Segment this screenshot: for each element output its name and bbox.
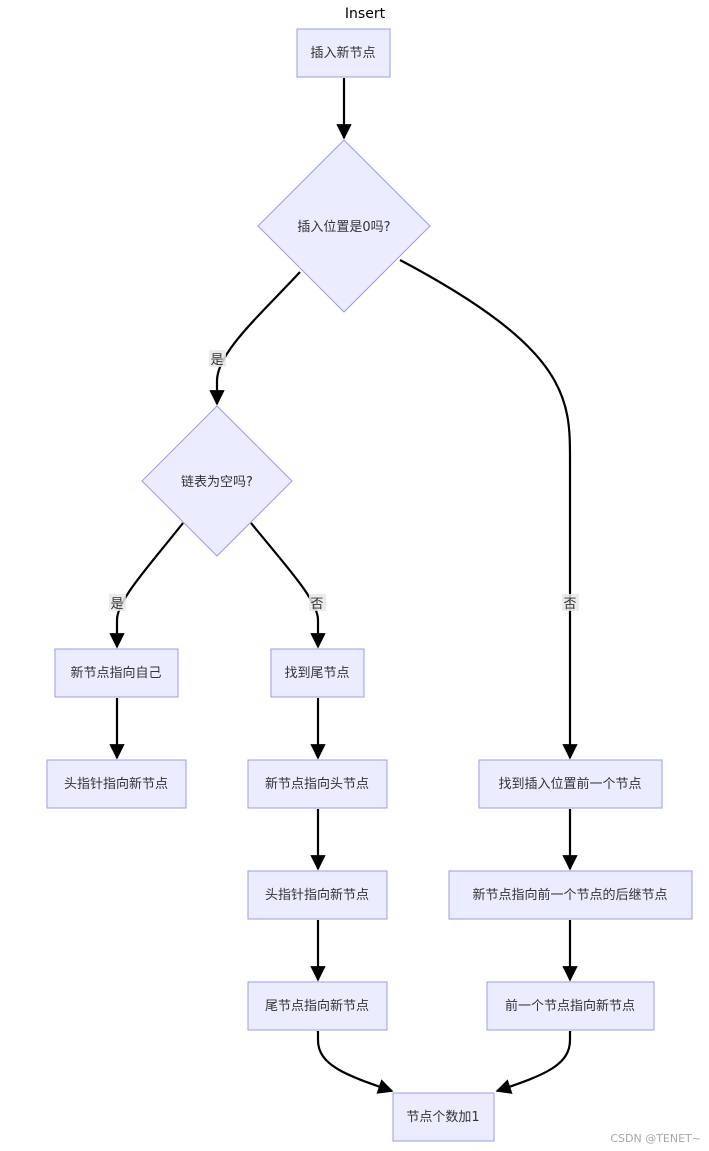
edge-empty-yes [109, 522, 184, 649]
decision-position-zero-label: 插入位置是0吗? [297, 220, 390, 235]
node-head-to-new-1: 头指针指向新节点 [46, 759, 187, 809]
node-prev-to-new-label: 前一个节点指向新节点 [505, 998, 635, 1014]
node-find-prev-label: 找到插入位置前一个节点 [498, 776, 641, 792]
node-tail-to-new: 尾节点指向新节点 [247, 981, 388, 1031]
node-head-to-new-2: 头指针指向新节点 [247, 870, 388, 920]
node-count-plus-one: 节点个数加1 [392, 1092, 495, 1142]
edge-empty-no [250, 522, 326, 649]
node-start: 插入新节点 [296, 28, 391, 78]
edges [109, 78, 578, 1094]
node-start-label: 插入新节点 [310, 45, 375, 61]
edge-label-yes-empty: 是 [110, 597, 123, 612]
node-find-tail: 找到尾节点 [270, 648, 365, 698]
node-head-to-new-1-label: 头指针指向新节点 [64, 776, 168, 792]
watermark: CSDN @TENET~ [610, 1132, 701, 1145]
node-new-to-next: 新节点指向前一个节点的后继节点 [448, 870, 693, 920]
edge-label-no-empty: 否 [310, 597, 323, 612]
node-new-to-next-label: 新节点指向前一个节点的后继节点 [472, 887, 667, 903]
node-new-points-self-label: 新节点指向自己 [70, 665, 161, 681]
node-head-to-new-2-label: 头指针指向新节点 [265, 887, 369, 903]
node-count-plus-one-label: 节点个数加1 [406, 1110, 479, 1125]
edge-label-no-zero: 否 [563, 597, 576, 612]
node-tail-to-new-label: 尾节点指向新节点 [265, 998, 369, 1014]
edge-label-yes-zero: 是 [210, 353, 223, 368]
node-new-to-head-label: 新节点指向头节点 [265, 776, 369, 792]
node-find-prev: 找到插入位置前一个节点 [478, 759, 663, 809]
decision-position-zero: 插入位置是0吗? [257, 139, 431, 313]
decision-list-empty: 链表为空吗? [141, 405, 293, 557]
edge-prevnew-to-count [495, 1031, 572, 1094]
node-find-tail-label: 找到尾节点 [284, 666, 349, 681]
decision-list-empty-label: 链表为空吗? [181, 475, 253, 490]
nodes: 插入新节点 插入位置是0吗? 链表为空吗? 新节点指向自己 头指针指向新节点 找… [46, 28, 693, 1142]
edge-tailnew-to-count [316, 1031, 394, 1094]
diagram-title: Insert [345, 6, 386, 22]
edge-zero-yes [209, 271, 301, 406]
node-new-points-self: 新节点指向自己 [54, 648, 179, 698]
edge-zero-no [399, 259, 578, 760]
node-new-to-head: 新节点指向头节点 [247, 759, 388, 809]
node-prev-to-new: 前一个节点指向新节点 [486, 981, 655, 1031]
edge-labels: 是 否 是 否 [109, 350, 579, 612]
